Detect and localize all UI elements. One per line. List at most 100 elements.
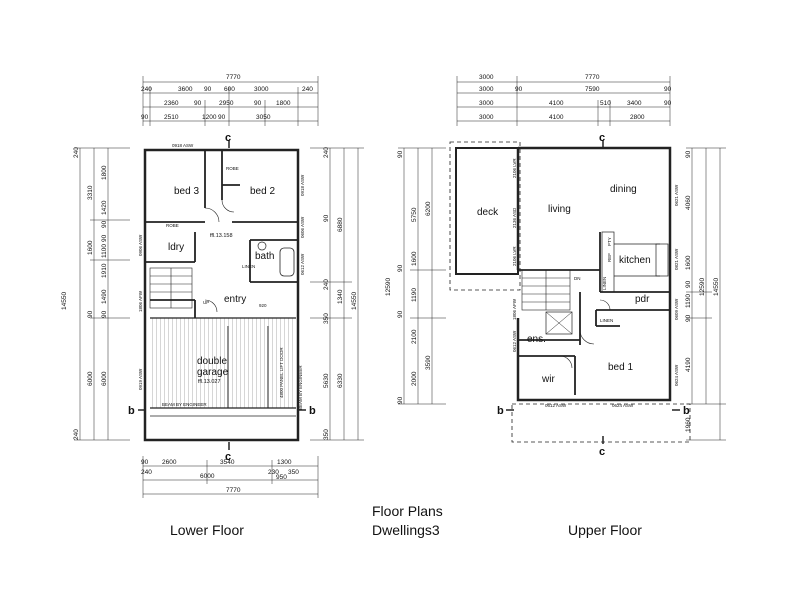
section-marker-b-left: b bbox=[497, 405, 504, 417]
room-label-entry: entry bbox=[224, 294, 246, 305]
room-label-bed2: bed 2 bbox=[250, 186, 275, 197]
dim-label: 90 bbox=[685, 280, 692, 288]
dim-label: 90 bbox=[685, 150, 692, 158]
dim-label: 90 bbox=[101, 234, 108, 242]
window-afw: 1806 AFW bbox=[512, 298, 517, 320]
lower-floor-caption: Lower Floor bbox=[170, 522, 244, 538]
dim-label: 1800 bbox=[276, 100, 291, 107]
window-afw-left-2: 1806 AFW bbox=[138, 290, 143, 312]
dim-label: 6000 bbox=[87, 371, 94, 386]
section-marker-c-bottom: c bbox=[225, 451, 231, 463]
room-label-double: double bbox=[197, 356, 227, 367]
dim-label: 350 bbox=[323, 313, 330, 324]
dim-label: 2100 bbox=[411, 329, 418, 344]
dim-label: 4060 bbox=[685, 195, 692, 210]
dim-label: 240 bbox=[141, 469, 152, 476]
window-asw-left-3: 0919 ASW bbox=[138, 368, 143, 390]
dim-label: 2360 bbox=[164, 100, 179, 107]
dim-label: 1420 bbox=[101, 200, 108, 215]
dim-label: 90 bbox=[685, 314, 692, 322]
window-asw-c: 0621 ASW bbox=[674, 184, 679, 206]
louvre-note-1: 2106 LVR bbox=[512, 158, 517, 178]
room-label-pdr: pdr bbox=[635, 294, 650, 305]
dim-label: 2950 bbox=[219, 100, 234, 107]
room-label-garage: garage bbox=[197, 367, 229, 378]
stair-down-note: DN bbox=[574, 276, 581, 281]
door-920-note: 920 bbox=[259, 303, 267, 308]
dim-label: 3600 bbox=[178, 86, 193, 93]
dim-label: 90 bbox=[397, 264, 404, 272]
room-label-ldry: ldry bbox=[168, 242, 184, 253]
dim-label: 240 bbox=[323, 279, 330, 290]
panel-lift-door-note: 4800 PANEL LIFT DOOR bbox=[279, 347, 284, 398]
window-asw-top: 0918 ASW bbox=[172, 143, 194, 148]
dim-label: 3540 bbox=[220, 459, 235, 466]
dim-label: 4100 bbox=[549, 100, 564, 107]
ffl-garage-note: ffl.13.027 bbox=[198, 379, 221, 385]
room-label-bed3: bed 3 bbox=[174, 186, 199, 197]
dim-label: 90 bbox=[323, 214, 330, 222]
dim-label: 90 bbox=[664, 100, 672, 107]
section-marker-b-right: b bbox=[309, 405, 316, 417]
robe-label-2: ROBE bbox=[226, 166, 239, 171]
sliding-door-note: 2136 ASD bbox=[512, 207, 517, 228]
dim-label: 14550 bbox=[351, 292, 358, 310]
dim-label: 1300 bbox=[277, 459, 292, 466]
dim-label: 7590 bbox=[585, 86, 600, 93]
dim-label: 1600 bbox=[411, 251, 418, 266]
dim-label: 3000 bbox=[479, 86, 494, 93]
dim-label: 350 bbox=[288, 469, 299, 476]
drawing-title-sub: Dwellings3 bbox=[372, 522, 440, 538]
beam-note: BEAM BY ENGINEER bbox=[162, 402, 207, 407]
room-label-kitchen: kitchen bbox=[619, 255, 651, 266]
dim-label: 3000 bbox=[254, 86, 269, 93]
dim-label: 7770 bbox=[226, 74, 241, 81]
section-marker-c-bottom: c bbox=[599, 446, 605, 458]
dim-label: 1910 bbox=[101, 263, 108, 278]
dim-label: 90 bbox=[101, 220, 108, 228]
dim-label: 240 bbox=[323, 147, 330, 158]
linen-label: LINEN bbox=[242, 264, 255, 269]
dim-label: 90 bbox=[204, 86, 212, 93]
window-asw-f: 0624 ASW bbox=[674, 364, 679, 386]
dim-label: 3310 bbox=[87, 185, 94, 200]
dim-label: 1960 bbox=[685, 417, 692, 432]
upper-floor-plan bbox=[398, 76, 726, 444]
drawing-title: Floor Plans Dwellings3 bbox=[372, 502, 443, 540]
dim-label: 6880 bbox=[337, 217, 344, 232]
dim-label: 3000 bbox=[479, 74, 494, 81]
window-asw-e: 0609 ASW bbox=[674, 298, 679, 320]
dim-label: 2800 bbox=[630, 114, 645, 121]
section-marker-c-top: c bbox=[599, 132, 605, 144]
dim-label: 3000 bbox=[479, 100, 494, 107]
dim-label: 1600 bbox=[685, 255, 692, 270]
dim-label: 90 bbox=[218, 114, 226, 121]
dim-label: 6000 bbox=[200, 473, 215, 480]
dim-label: 5630 bbox=[323, 373, 330, 388]
dim-label: 90 bbox=[397, 150, 404, 158]
window-asw-d: 0821 ASW bbox=[674, 248, 679, 270]
dim-label: 5750 bbox=[411, 207, 418, 222]
dim-label: 600 bbox=[224, 86, 235, 93]
dim-label: 6200 bbox=[425, 201, 432, 216]
dim-label: 1340 bbox=[337, 289, 344, 304]
dim-label: 90 bbox=[515, 86, 523, 93]
dim-label: 90 bbox=[397, 310, 404, 318]
window-asw-left-1: 0906 ASW bbox=[138, 234, 143, 256]
dim-label: 950 bbox=[276, 474, 287, 481]
robe-label: ROBE bbox=[166, 223, 179, 228]
dim-label: 240 bbox=[73, 147, 80, 158]
dim-label: 3050 bbox=[256, 114, 271, 121]
dim-label: 14550 bbox=[61, 292, 68, 310]
dim-label: 2600 bbox=[162, 459, 177, 466]
fridge-label: REF bbox=[607, 253, 612, 262]
pantry-label: PTY bbox=[607, 237, 612, 246]
dim-label: 240 bbox=[73, 429, 80, 440]
window-asw-right-2: 0606 ASW bbox=[300, 216, 305, 238]
window-asw-b: 0624 ASW bbox=[612, 403, 634, 408]
dim-label: 90 bbox=[194, 100, 202, 107]
dim-label: 3400 bbox=[627, 100, 642, 107]
dim-label: 1800 bbox=[101, 165, 108, 180]
dim-label: 6000 bbox=[101, 371, 108, 386]
dim-label: 2000 bbox=[411, 371, 418, 386]
